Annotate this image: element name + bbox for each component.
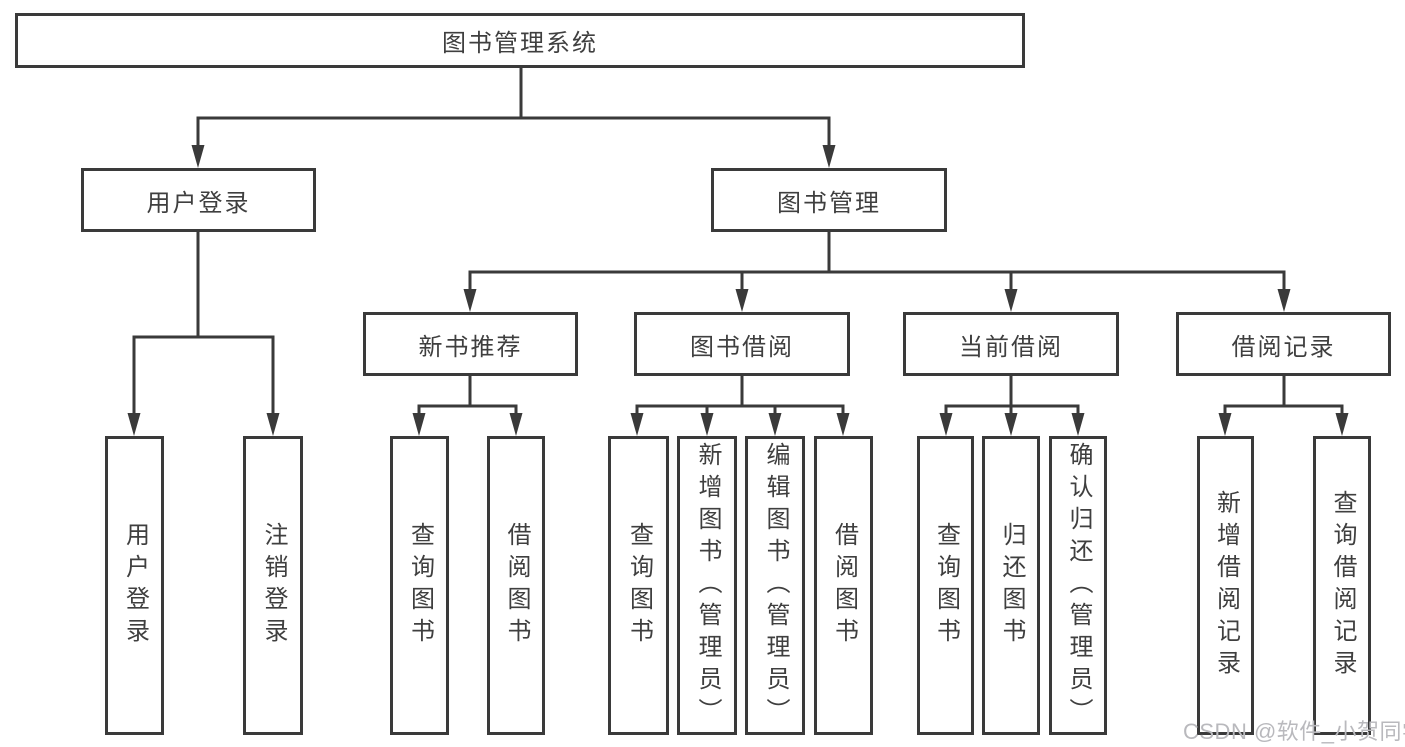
node-user-login: 用户登录 [81,168,316,232]
node-current-borrow: 当前借阅 [903,312,1119,376]
node-borrow-records: 借阅记录 [1176,312,1391,376]
node-book-borrow: 图书借阅 [634,312,850,376]
connector-arrowheads [127,145,1349,436]
leaf-user-login: 用户登录 [105,436,164,735]
leaf-bb-borrow-books: 借阅图书 [814,436,873,735]
node-label: 新增借阅记录 [1212,489,1240,682]
node-label: 图书管理 [777,189,881,217]
node-label: 注销登录 [260,521,287,650]
csdn-watermark: CSDN @软件_小贺同学 [1183,719,1405,744]
node-label: 归还图书 [998,521,1025,650]
leaf-cb-query-books: 查询图书 [917,436,974,735]
node-label: 查询图书 [625,521,653,650]
node-label: 借阅记录 [1231,333,1336,361]
node-label: 用户登录 [146,189,251,217]
leaf-logout: 注销登录 [243,436,303,735]
node-new-book-recommend: 新书推荐 [363,312,578,376]
node-label: 图书借阅 [690,333,794,361]
node-label: 新增图书（管理员） [694,441,721,730]
leaf-nb-query-books: 查询图书 [390,436,449,735]
node-label: 用户登录 [121,521,149,650]
leaf-nb-borrow-books: 借阅图书 [487,436,545,735]
node-root-system: 图书管理系统 [15,13,1025,68]
node-label: 查询图书 [406,521,434,650]
leaf-br-query-record: 查询借阅记录 [1313,436,1371,735]
leaf-cb-return-books: 归还图书 [982,436,1040,735]
node-label: 查询图书 [932,521,960,650]
node-label: 当前借阅 [959,333,1063,361]
node-label: 图书管理系统 [442,30,598,57]
node-label: 借阅图书 [830,521,858,650]
node-label: 确认归还（管理员） [1065,441,1092,730]
leaf-br-add-record: 新增借阅记录 [1197,436,1254,735]
node-label: 新书推荐 [418,333,523,361]
leaf-bb-query-books: 查询图书 [608,436,669,735]
connector-paths [132,66,1344,417]
leaf-bb-edit-books: 编辑图书（管理员） [745,436,805,735]
node-book-management: 图书管理 [711,168,947,232]
leaf-bb-add-books: 新增图书（管理员） [677,436,737,735]
node-label: 借阅图书 [503,521,530,650]
leaf-cb-confirm-return: 确认归还（管理员） [1049,436,1107,735]
node-label: 编辑图书（管理员） [762,441,789,730]
node-label: 查询借阅记录 [1329,489,1356,682]
